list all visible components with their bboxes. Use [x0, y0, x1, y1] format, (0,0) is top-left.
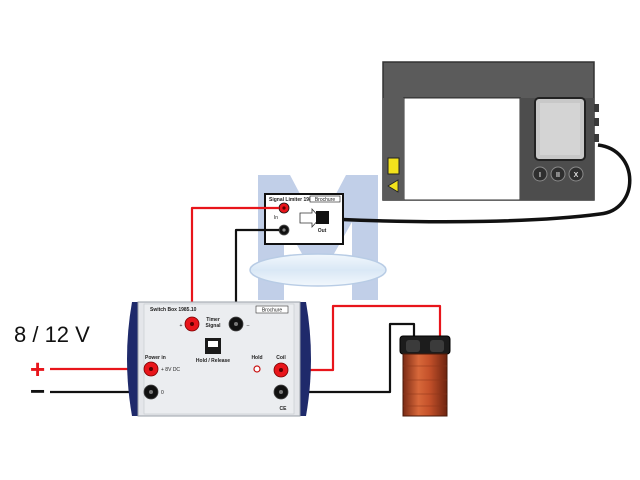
signal-limiter-brand: Brochure	[315, 197, 336, 203]
timer-signal-label-line1: Timer	[206, 317, 220, 323]
svg-text:I: I	[539, 172, 541, 179]
device-button-1[interactable]: I	[532, 166, 548, 182]
power-in-socket[interactable]	[143, 361, 159, 377]
svg-text:X: X	[574, 172, 579, 179]
hold-release-switch[interactable]	[205, 338, 221, 354]
timer-plus-label: +	[180, 323, 183, 329]
power-ground-socket[interactable]	[143, 384, 159, 400]
timer-plus-socket[interactable]	[184, 316, 200, 332]
coil-minus-socket[interactable]	[273, 384, 289, 400]
coil-label: Coil	[276, 355, 286, 361]
indicator-light	[387, 157, 400, 175]
limiter-out-socket[interactable]	[316, 211, 329, 224]
power-dc-label: + 8V DC	[161, 367, 180, 373]
wire-timer-plus	[190, 206, 279, 322]
electromagnet-coil	[399, 335, 451, 417]
plus-sign: +	[30, 354, 45, 384]
signal-limiter-title: Signal Limiter 1985.12	[269, 197, 322, 203]
voltage-label: 8 / 12 V	[14, 322, 90, 347]
timer-signal-label-line2: Signal	[205, 323, 221, 329]
limiter-in-label: In	[274, 215, 278, 221]
hold-label: Hold	[251, 355, 262, 361]
limiter-in-minus-socket[interactable]	[278, 224, 290, 236]
timer-minus-label: –	[247, 323, 250, 329]
timer-minus-socket[interactable]	[228, 316, 244, 332]
power-in-label: Power in	[145, 355, 166, 361]
indicator-arrow	[387, 179, 399, 193]
ground-label: 0	[161, 390, 164, 396]
device-button-3[interactable]: X	[568, 166, 584, 182]
device-cable	[329, 143, 632, 224]
switch-box-brand: Brochure	[262, 308, 283, 314]
hold-indicator	[253, 365, 261, 373]
coil-plus-socket[interactable]	[273, 362, 289, 378]
svg-text:II: II	[556, 172, 560, 179]
wires	[50, 206, 442, 394]
hold-release-label: Hold / Release	[196, 358, 230, 364]
wire-coil-minus	[283, 322, 416, 394]
timer-device: I II X	[382, 61, 599, 201]
device-button-2[interactable]: II	[550, 166, 566, 182]
switch-box-title: Switch Box 1985.10	[150, 307, 197, 313]
switch-box: Switch Box 1985.10 Brochure + Timer Sign…	[127, 301, 311, 417]
wire-coil-plus	[283, 304, 442, 372]
minus-sign: −	[30, 376, 45, 406]
wire-timer-minus	[234, 228, 279, 322]
limiter-in-plus-socket[interactable]	[278, 202, 290, 214]
signal-limiter: Signal Limiter 1985.12 Brochure Out In	[264, 193, 344, 245]
limiter-out-label: Out	[318, 228, 327, 234]
ce-mark: CE	[280, 406, 288, 412]
